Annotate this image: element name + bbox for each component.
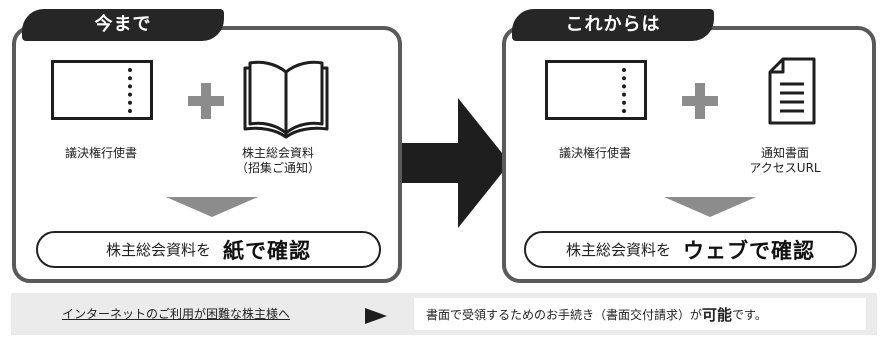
notice-label-line2: アクセスURL (749, 161, 821, 175)
after-result-highlight: ウェブで確認 (683, 238, 815, 263)
notice-label: 通知書面 アクセスURL (735, 146, 835, 176)
note-emphasis: 可能 (702, 305, 733, 324)
plus-icon (188, 83, 224, 119)
arrow-down-icon (166, 197, 258, 217)
ticket-label: 議決権行使書 (558, 146, 631, 160)
before-result: 株主総会資料を 紙で確認 (36, 231, 381, 268)
document-icon (768, 57, 816, 125)
open-book-icon (243, 60, 329, 139)
notice-label-line1: 通知書面 (760, 146, 809, 160)
materials-label-line2: （招集ご通知） (235, 161, 320, 175)
before-result-highlight: 紙で確認 (223, 238, 311, 263)
after-result-prefix: 株主総会資料を (565, 241, 671, 259)
before-tab: 今まで (22, 9, 224, 41)
plus-icon (682, 83, 718, 119)
note-suffix: です。 (732, 307, 767, 322)
paper-request-note: 書面で受領するためのお手続き（書面交付請求）が 可能 です。 (414, 298, 866, 330)
materials-label-line1: 株主総会資料 (241, 146, 314, 160)
ticket-label: 議決権行使書 (64, 146, 137, 160)
ticket-icon (545, 60, 647, 120)
ticket-icon (51, 60, 153, 120)
after-tab: これからは (512, 9, 714, 41)
arrow-down-icon (664, 197, 756, 217)
arrow-right-icon (402, 98, 510, 228)
before-result-prefix: 株主総会資料を (105, 241, 211, 259)
note-prefix: 書面で受領するためのお手続き（書面交付請求）が (426, 307, 703, 322)
triangle-right-icon (365, 308, 387, 324)
difficulty-link[interactable]: インターネットのご利用が困難な株主様へ (62, 307, 291, 321)
after-result: 株主総会資料を ウェブで確認 (524, 231, 857, 268)
materials-label: 株主総会資料 （招集ご通知） (218, 146, 338, 176)
